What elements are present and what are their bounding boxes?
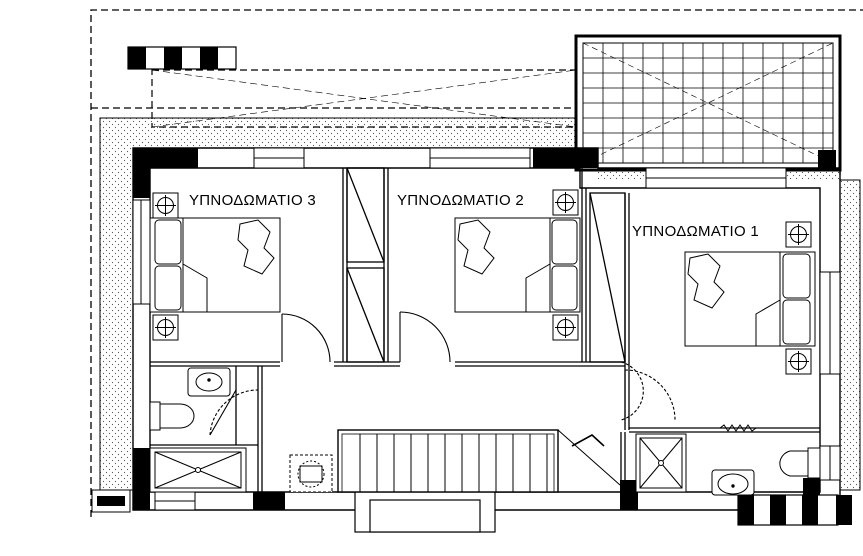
room-label-bedroom-2: ΥΠΝΟΔΩΜΑΤΙΟ 2 [397, 192, 524, 209]
interior-walls [150, 167, 820, 492]
roof-overhang-outline [90, 9, 863, 517]
bedroom-1-furniture [684, 221, 816, 375]
bedroom-2-furniture [454, 189, 581, 341]
bedroom-3-furniture [149, 192, 281, 341]
stair-window [354, 491, 496, 533]
doors [209, 311, 676, 436]
drain-bar [91, 489, 131, 513]
boiler-cupboard [289, 454, 333, 493]
bathroom-3 [149, 367, 247, 493]
room-label-bedroom-3: ΥΠΝΟΔΩΜΑΤΙΟ 3 [189, 192, 316, 209]
room-label-bedroom-1: ΥΠΝΟΔΩΜΑΤΙΟ 1 [632, 223, 759, 240]
bathroom-1 [635, 424, 821, 496]
staircase [337, 429, 621, 493]
pergola-beam [127, 46, 237, 70]
windows [132, 147, 841, 511]
balcony-beam-bottom [737, 494, 852, 526]
solar-water-heater [574, 34, 842, 172]
